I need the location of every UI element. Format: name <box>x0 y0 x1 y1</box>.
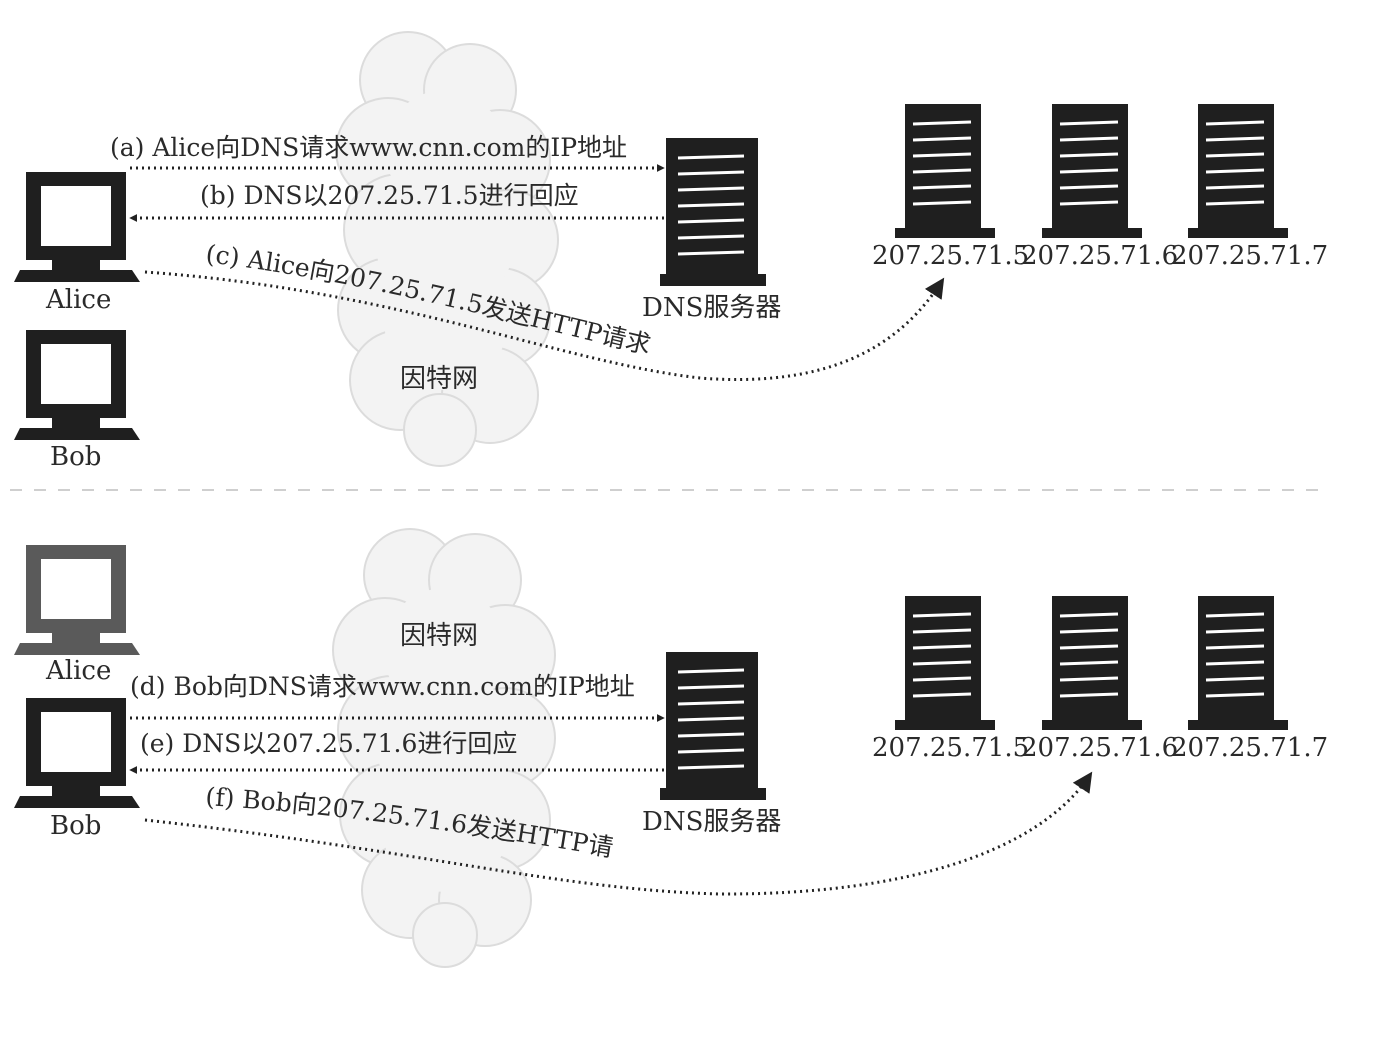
server-ip-label: 207.25.71.6 <box>1021 733 1178 763</box>
web-server-icon <box>1188 596 1288 730</box>
web-server-icon <box>895 104 995 238</box>
computer-icon <box>14 545 140 655</box>
step-label: (e) DNS以207.25.71.6进行回应 <box>140 729 517 758</box>
network-label: 因特网 <box>400 364 478 394</box>
step-label: (b) DNS以207.25.71.5进行回应 <box>200 181 579 210</box>
cloud-icon <box>335 31 559 467</box>
dns-server-label: DNS服务器 <box>642 807 781 837</box>
step-label: (a) Alice向DNS请求www.cnn.com的IP地址 <box>110 133 627 162</box>
computer-icon <box>14 172 140 282</box>
step-label: (d) Bob向DNS请求www.cnn.com的IP地址 <box>130 672 635 701</box>
cloud-icon <box>332 528 556 968</box>
server-ip-label: 207.25.71.7 <box>1171 241 1328 271</box>
web-server-icon <box>1042 596 1142 730</box>
web-server-icon <box>895 596 995 730</box>
server-ip-label: 207.25.71.5 <box>872 733 1029 763</box>
computer-icon <box>14 330 140 440</box>
client-bob-label: Bob <box>50 811 101 841</box>
server-ip-label: 207.25.71.6 <box>1021 241 1178 271</box>
server-ip-label: 207.25.71.7 <box>1171 733 1328 763</box>
web-server-icon <box>1188 104 1288 238</box>
dns-server-icon <box>660 652 766 800</box>
client-bob-label: Bob <box>50 442 101 472</box>
web-server-icon <box>1042 104 1142 238</box>
network-label: 因特网 <box>400 621 478 651</box>
dns-server-icon <box>660 138 766 286</box>
server-ip-label: 207.25.71.5 <box>872 241 1029 271</box>
panel-top: 因特网 Alice Bob <box>14 31 1328 472</box>
computer-icon <box>14 698 140 808</box>
client-alice-label: Alice <box>45 285 111 315</box>
client-alice-label: Alice <box>45 656 111 686</box>
dns-server-label: DNS服务器 <box>642 293 781 323</box>
